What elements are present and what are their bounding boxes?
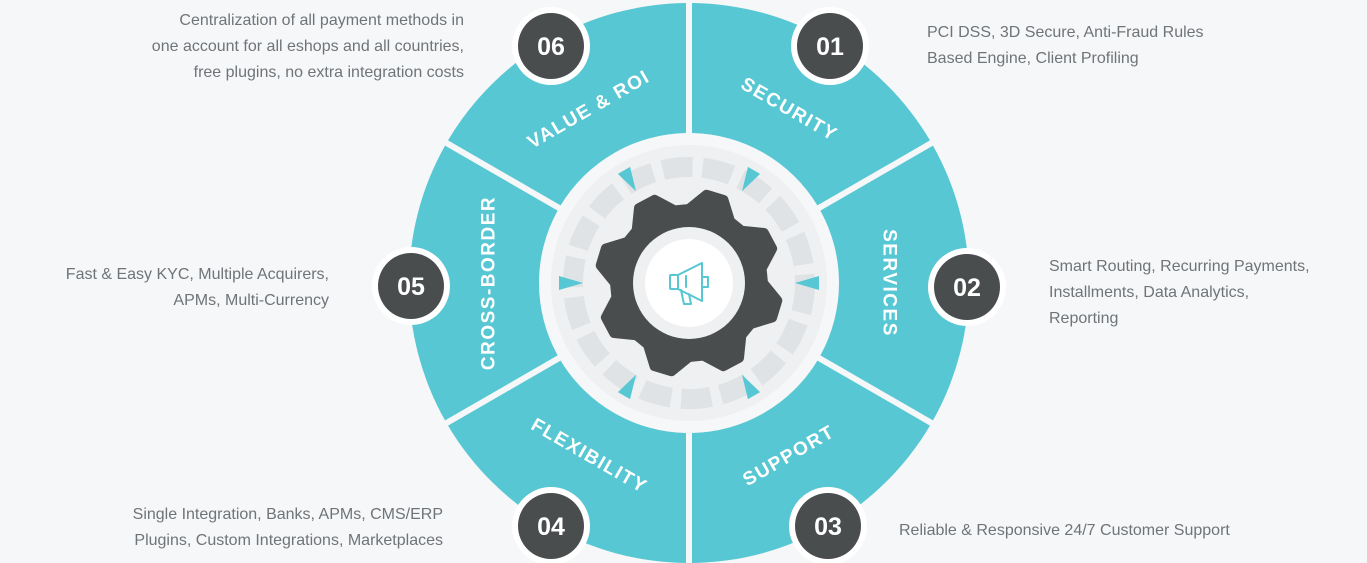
number-badge: 01	[791, 7, 869, 85]
badge-number: 02	[953, 274, 981, 302]
badge-circle	[518, 13, 584, 79]
segment-flexibility: FLEXIBILITY	[448, 360, 686, 563]
description-line: Plugins, Custom Integrations, Marketplac…	[134, 532, 443, 549]
segment-shape	[448, 360, 686, 563]
segment-shape	[692, 360, 930, 563]
segment-shape	[820, 145, 969, 421]
description-line: Reporting	[1049, 310, 1119, 327]
number-badge: 06	[512, 7, 590, 85]
inward-arrow-icon	[742, 374, 761, 400]
number-badge: 05	[372, 247, 450, 325]
description-services: Smart Routing, Recurring Payments, Insta…	[1049, 254, 1310, 332]
description-line: Based Engine, Client Profiling	[927, 50, 1139, 67]
description-value-roi: Centralization of all payment methods in…	[152, 8, 464, 86]
badge-number: 05	[397, 273, 425, 301]
segment-cross-border: CROSS-BORDER	[409, 145, 558, 421]
segment-shape	[409, 145, 558, 421]
description-line: Reliable & Responsive 24/7 Customer Supp…	[899, 522, 1230, 539]
megaphone-icon	[669, 262, 709, 305]
badge-number: 04	[537, 513, 565, 541]
segment-shape	[692, 3, 930, 206]
segment-support: SUPPORT	[692, 360, 930, 563]
segment-title: SERVICES	[879, 229, 900, 337]
wheel-segments: SECURITY SERVICES SUPPORTFLEXIBILITYCROSS-…	[409, 3, 969, 563]
badge-circle	[797, 13, 863, 79]
badge-circle	[518, 493, 584, 559]
description-line: APMs, Multi-Currency	[173, 292, 329, 309]
description-line: Installments, Data Analytics,	[1049, 284, 1250, 301]
badge-number: 03	[814, 513, 842, 541]
gear-center	[645, 239, 733, 327]
badge-number: 01	[816, 33, 844, 61]
description-line: Centralization of all payment methods in	[179, 12, 464, 29]
description-line: Fast & Easy KYC, Multiple Acquirers,	[65, 266, 329, 283]
segment-shape	[448, 3, 686, 206]
description-line: Single Integration, Banks, APMs, CMS/ERP	[132, 506, 443, 523]
badge-number: 06	[537, 33, 565, 61]
segment-services: SERVICES	[820, 145, 969, 421]
inward-arrow-icon	[617, 166, 636, 192]
description-cross-border: Fast & Easy KYC, Multiple Acquirers, APM…	[66, 262, 329, 314]
description-line: one account for all eshops and all count…	[151, 38, 464, 55]
badge-circle	[378, 253, 444, 319]
number-badges: 01 02 03 04 05 06	[372, 7, 1006, 563]
description-line: PCI DSS, 3D Secure, Anti-Fraud Rules	[927, 24, 1204, 41]
description-support: Reliable & Responsive 24/7 Customer Supp…	[899, 518, 1230, 544]
gear-icon	[595, 189, 783, 377]
description-security: PCI DSS, 3D Secure, Anti-Fraud Rules Bas…	[927, 20, 1204, 72]
segment-value-roi: VALUE & ROI	[448, 3, 686, 206]
description-line: Smart Routing, Recurring Payments,	[1049, 258, 1310, 275]
inward-arrow-icon	[617, 374, 636, 400]
inward-arrow-icon	[742, 166, 761, 192]
description-line: free plugins, no extra integration costs	[193, 64, 464, 81]
number-badge: 03	[789, 487, 867, 563]
inward-arrow-icon	[795, 276, 819, 290]
inward-arrow-icon	[559, 276, 583, 290]
number-badge: 02	[928, 248, 1006, 326]
badge-circle	[795, 493, 861, 559]
number-badge: 04	[512, 487, 590, 563]
badge-circle	[934, 254, 1000, 320]
description-flexibility: Single Integration, Banks, APMs, CMS/ERP…	[133, 502, 443, 554]
segment-security: SECURITY	[692, 3, 930, 206]
segment-title: CROSS-BORDER	[479, 196, 500, 370]
